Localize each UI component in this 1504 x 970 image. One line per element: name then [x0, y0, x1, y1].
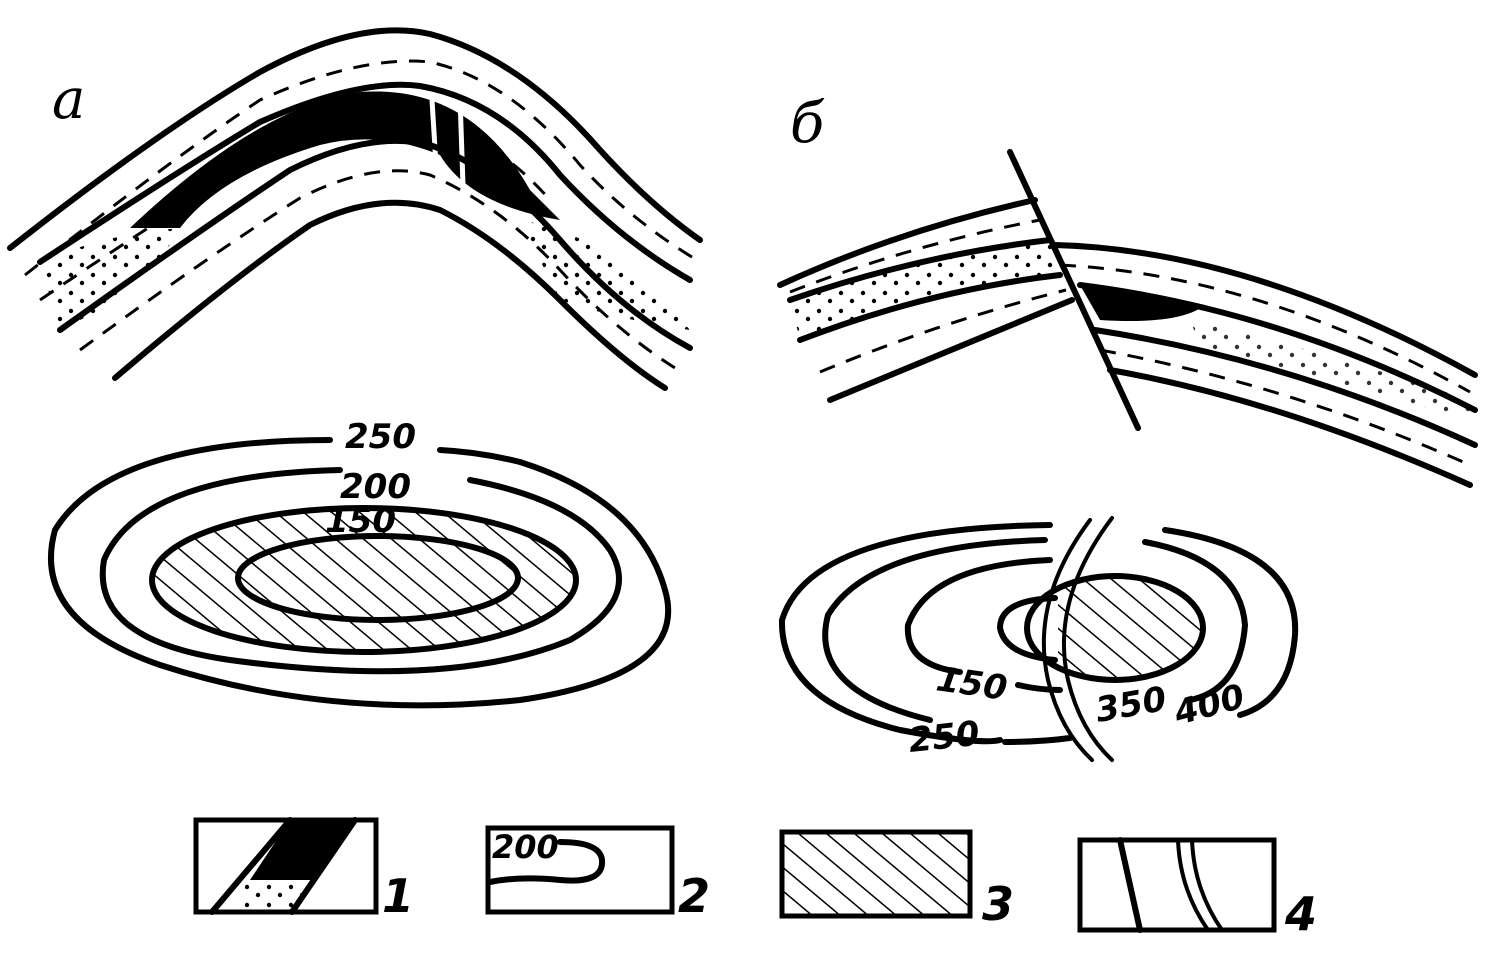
panel-b-label: б [790, 91, 825, 156]
legend-item-3 [779, 829, 973, 919]
legend-item-1 [193, 817, 379, 915]
panel-a-label: а [52, 67, 85, 132]
legend-number-1: 1 [382, 869, 414, 923]
panel-b-structure-map [778, 516, 1299, 762]
panel-a-contour-250: 250 [345, 417, 416, 457]
legend-number-4: 4 [1284, 887, 1317, 941]
panel-a-sand-right [520, 220, 690, 330]
panel-a-structure-map [48, 437, 672, 709]
panel-b-fault [1007, 149, 1141, 431]
panel-b-oil-body [1080, 285, 1205, 321]
panel-b-contour-400: 400 [1169, 677, 1249, 734]
legend-item-2 [485, 825, 675, 915]
legend-item-4 [1077, 837, 1277, 933]
legend-sample-label: 200 [492, 828, 559, 866]
panel-b-contour-250: 250 [907, 714, 982, 761]
legend-number-3: 3 [982, 877, 1014, 931]
panel-a-cross-section [7, 27, 703, 391]
panel-a-contour-150: 150 [325, 501, 396, 541]
panel-b-contour-350: 350 [1093, 679, 1170, 731]
panel-a-sand-left [40, 228, 185, 330]
panel-b-contour-150: 150 [934, 659, 1010, 708]
legend-number-2: 2 [678, 869, 710, 923]
panel-a-oil-body [130, 91, 560, 228]
panel-b-cross-section [777, 149, 1478, 488]
panel-a-contour-200: 200 [340, 467, 411, 507]
